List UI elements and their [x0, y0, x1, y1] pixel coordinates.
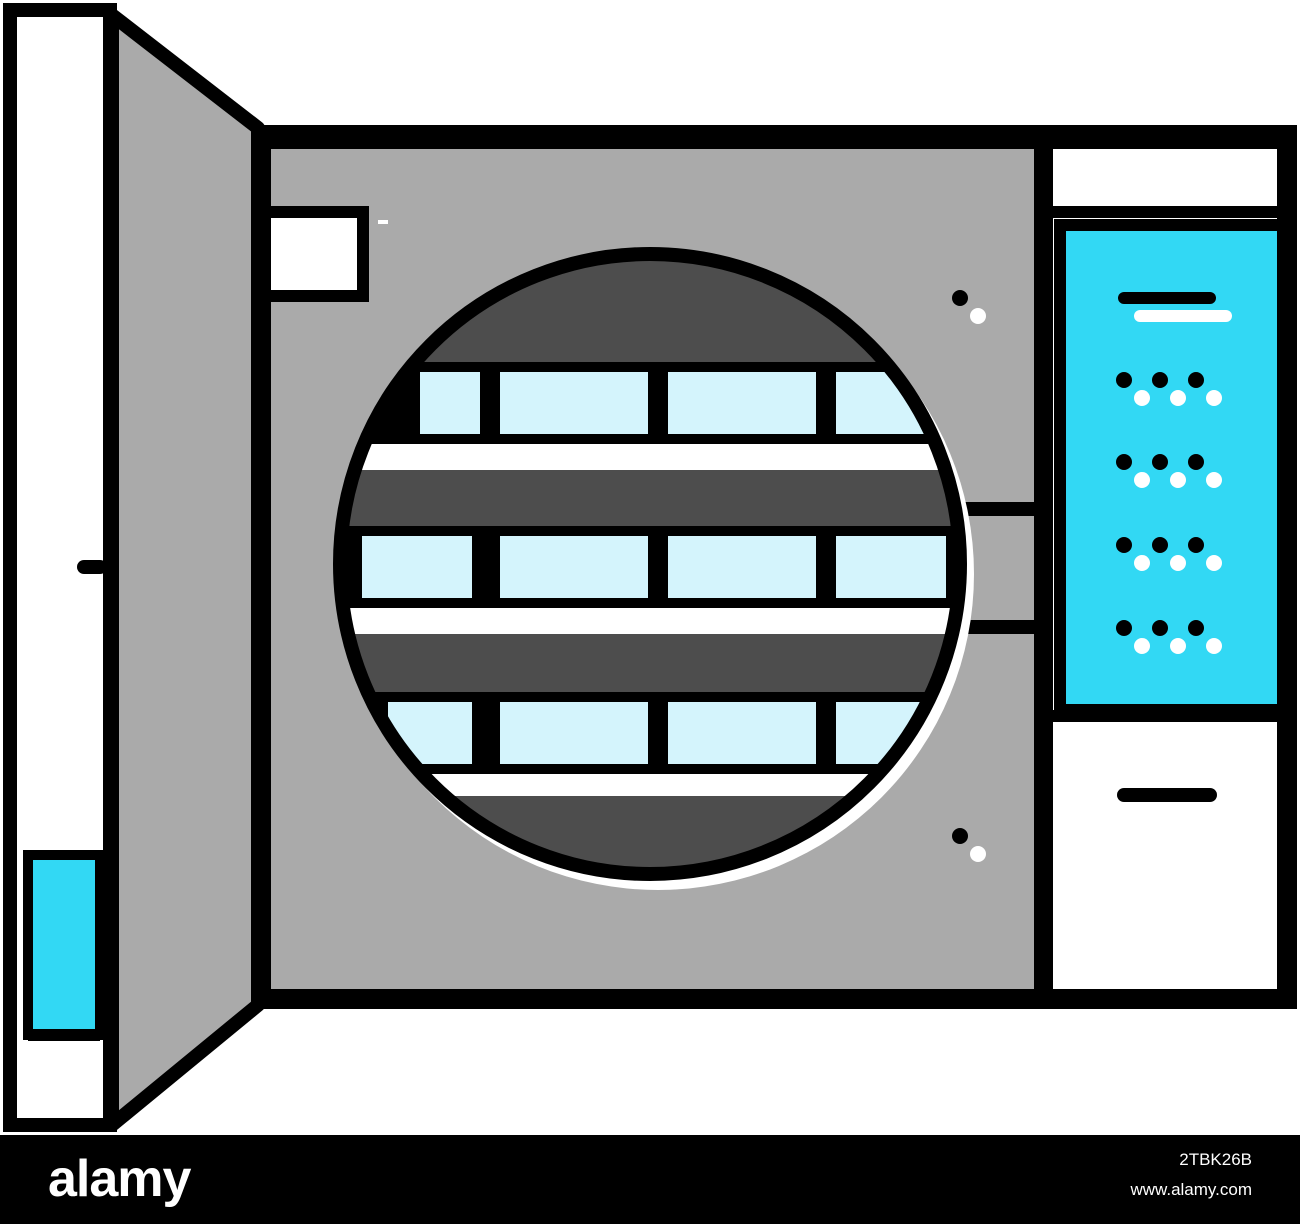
display-dots-row-4 — [1116, 620, 1222, 654]
site-url[interactable]: www.alamy.com — [1130, 1180, 1252, 1199]
autoclave-illustration — [3, 3, 1297, 1132]
tray-row-2 — [340, 526, 960, 634]
watermark-footer: alamy 2TBK26B www.alamy.com — [0, 1135, 1300, 1224]
door-hinge-strip — [3, 3, 117, 1132]
display-dots-row-1 — [1116, 372, 1222, 406]
display-dots-row-2 — [1116, 454, 1222, 488]
control-display — [1054, 219, 1289, 716]
control-panel — [1041, 137, 1289, 1001]
display-dots-row-3 — [1116, 537, 1222, 571]
screw-icon — [952, 828, 968, 844]
door-indicator-light — [23, 850, 105, 1040]
alamy-logo: alamy — [48, 1150, 191, 1208]
image-id: 2TBK26B — [1179, 1150, 1252, 1169]
tray-row-1 — [340, 362, 960, 470]
chamber-latch — [259, 206, 369, 302]
drum-connectors — [950, 502, 1040, 634]
open-door-panel — [105, 8, 265, 1132]
sterilization-drum — [333, 247, 974, 890]
screw-icon — [952, 290, 968, 306]
